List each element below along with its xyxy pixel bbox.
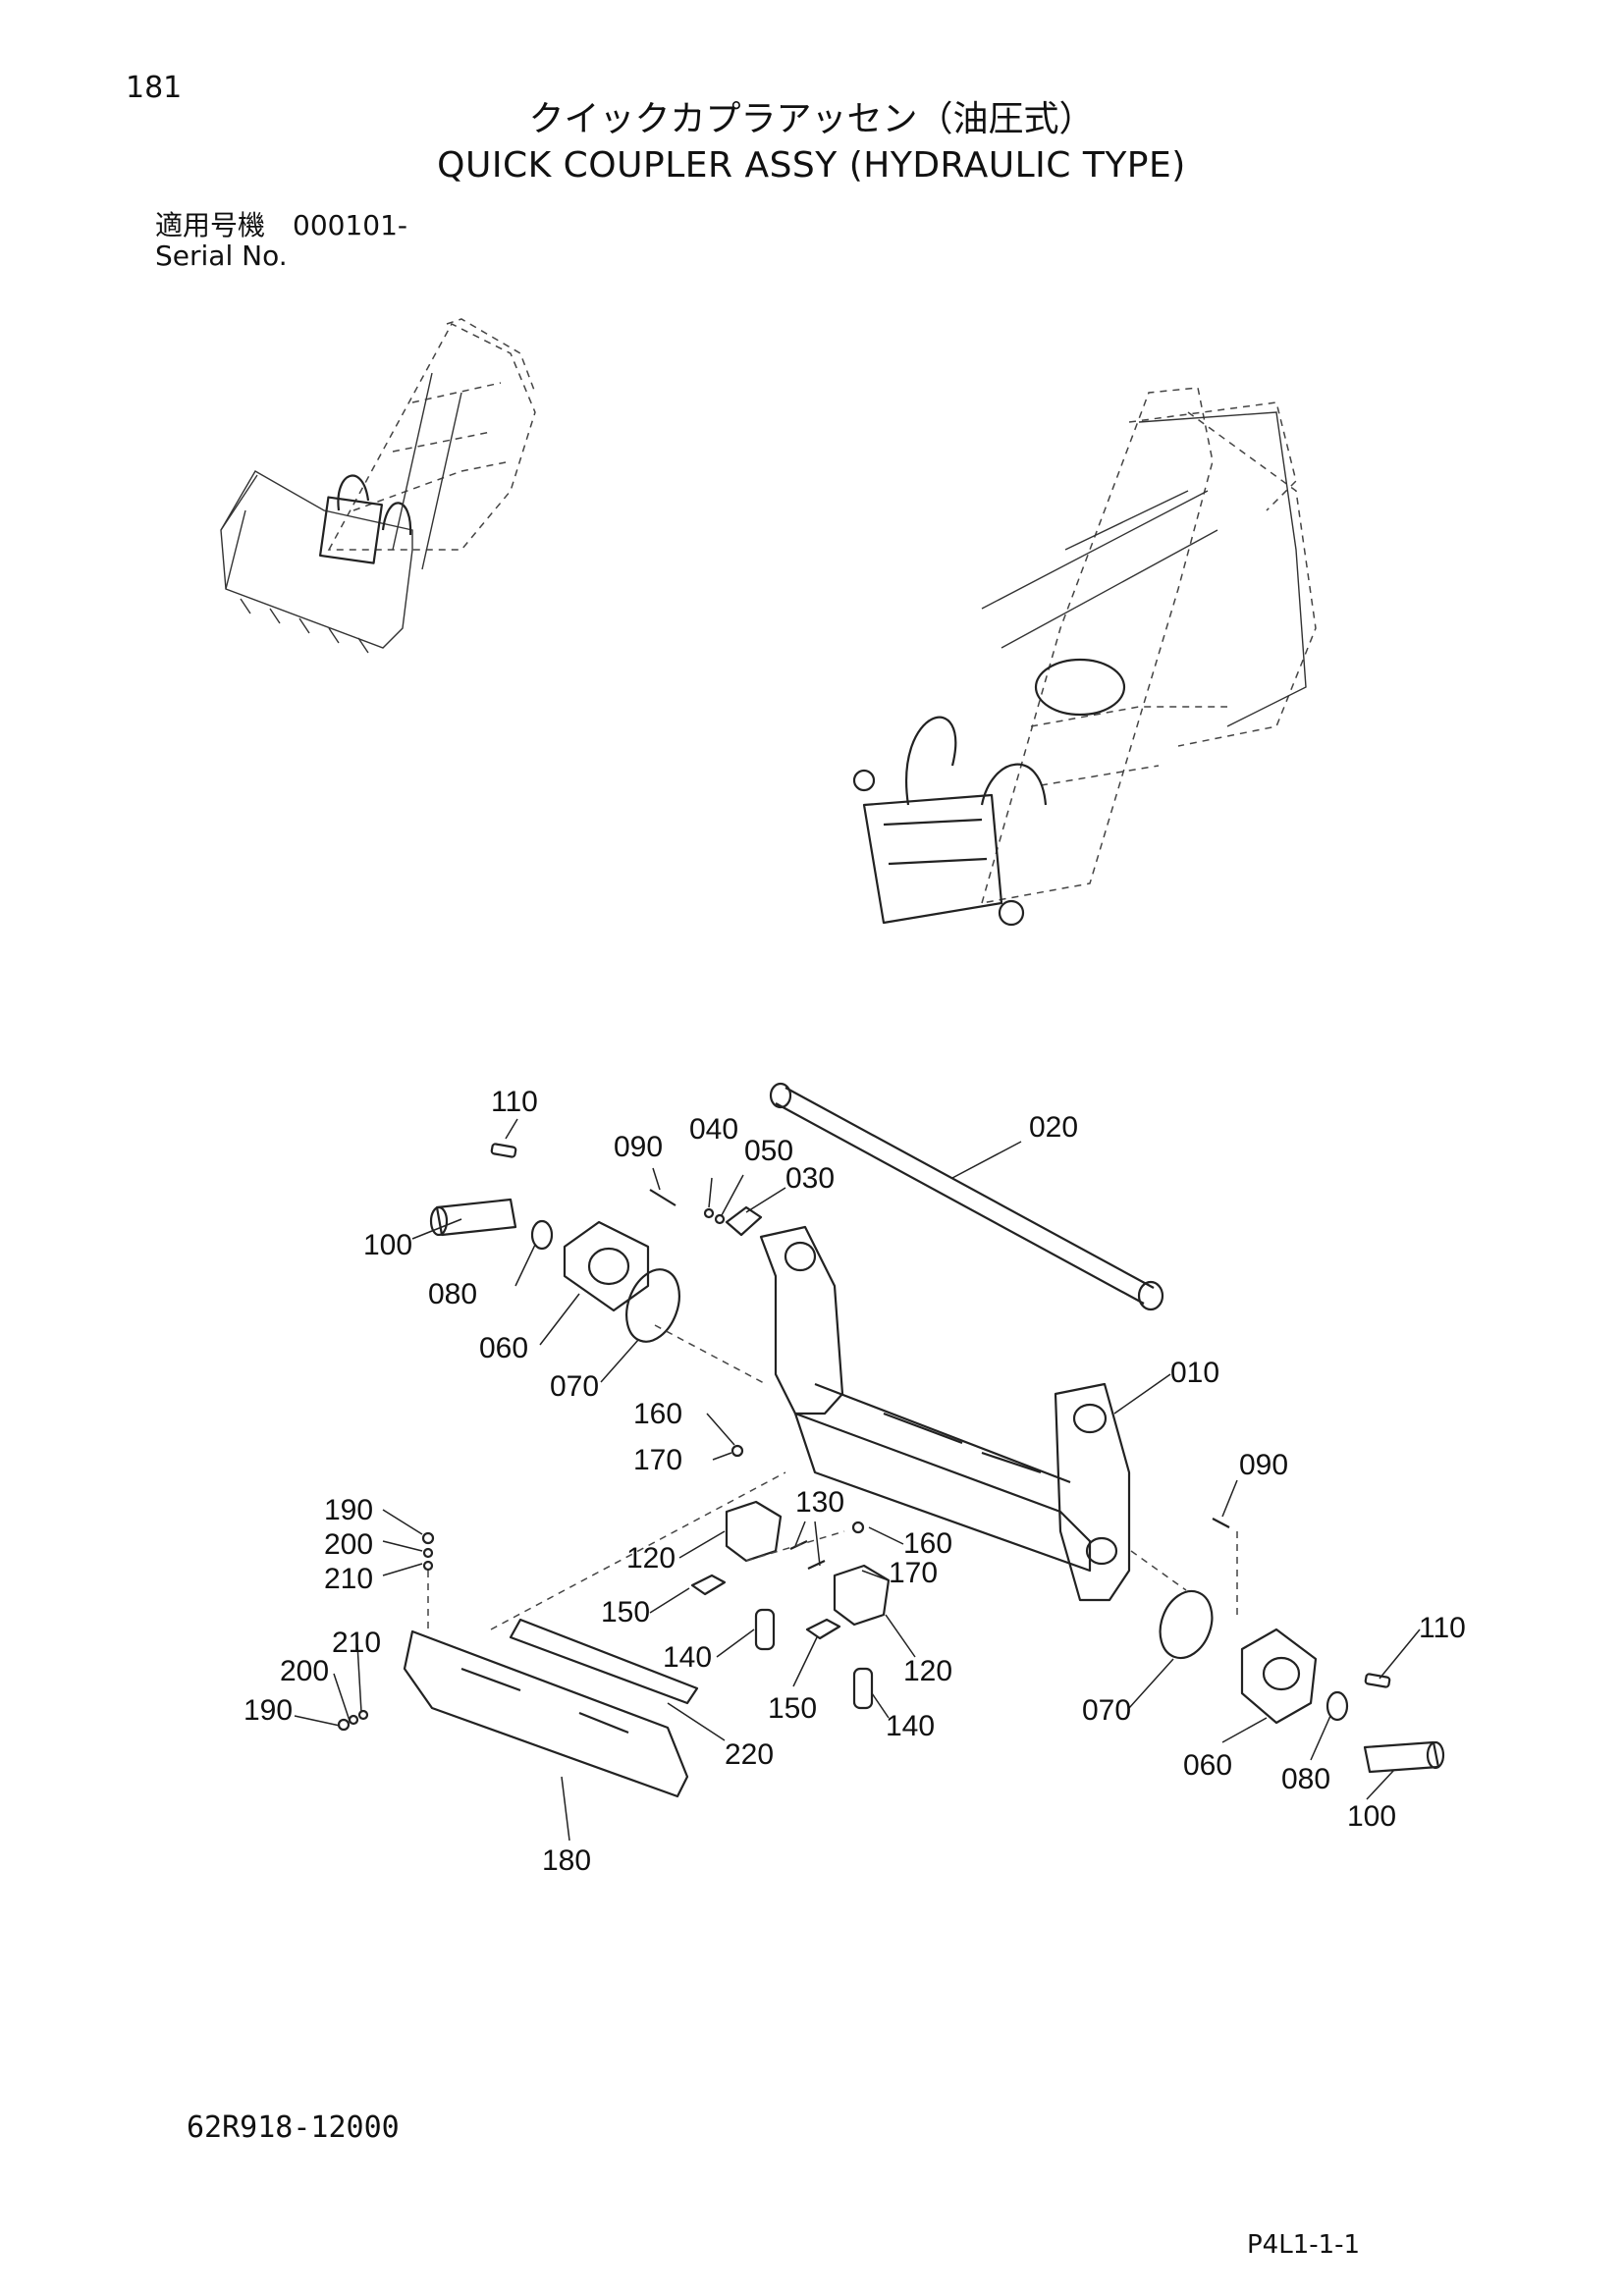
page-title-japanese: クイックカプラアッセン（油圧式） [528, 99, 1095, 139]
page-title-english: QUICK COUPLER ASSY (HYDRAULIC TYPE) [437, 145, 1186, 186]
callout-090: 090 [614, 1131, 663, 1163]
page-reference: P4L1-1-1 [1247, 2230, 1361, 2260]
ring-080-left [530, 1219, 554, 1251]
page-number: 181 [126, 71, 183, 105]
callout-180: 180 [542, 1844, 591, 1877]
oring-070-right [1159, 1589, 1214, 1660]
callout-060: 060 [479, 1332, 528, 1364]
plate-220 [509, 1618, 699, 1705]
callout-010: 010 [1170, 1357, 1219, 1389]
loader-overview-small [220, 318, 536, 654]
callout-080: 080 [428, 1278, 477, 1310]
callout-020: 020 [1029, 1111, 1078, 1144]
bushing-060-right [1240, 1628, 1318, 1725]
callout-130: 130 [795, 1486, 844, 1519]
callout-200: 200 [324, 1528, 373, 1561]
callout-190: 190 [324, 1494, 373, 1526]
callout-100: 100 [1347, 1800, 1396, 1833]
callout-140: 140 [886, 1710, 935, 1742]
callout-120: 120 [903, 1655, 952, 1687]
callout-050: 050 [744, 1135, 793, 1167]
callout-220: 220 [725, 1738, 774, 1771]
serial-range-japanese: 適用号機 000101- [155, 209, 407, 241]
callout-170: 170 [889, 1557, 938, 1589]
callout-110: 110 [1419, 1612, 1466, 1644]
callout-110: 110 [491, 1086, 538, 1118]
callout-070: 070 [550, 1370, 599, 1403]
plate-030 [725, 1205, 763, 1237]
callout-150: 150 [768, 1692, 817, 1725]
callout-040: 040 [689, 1113, 738, 1146]
callout-030: 030 [785, 1162, 835, 1195]
callout-100: 100 [363, 1229, 412, 1261]
cover-180 [403, 1629, 689, 1798]
oring-070-left [625, 1268, 680, 1343]
callout-160: 160 [903, 1527, 952, 1560]
callout-210: 210 [324, 1563, 373, 1595]
callout-labels: 110 090 040 050 030 020 100 080 060 070 … [243, 1086, 1466, 1877]
document-code: 62R918-12000 [187, 2110, 400, 2145]
callout-190: 190 [243, 1694, 293, 1727]
callout-140: 140 [663, 1641, 712, 1674]
frame-010 [759, 1225, 844, 1415]
ring-080-right [1325, 1690, 1349, 1722]
callout-160: 160 [633, 1398, 682, 1430]
callout-210: 210 [332, 1627, 381, 1659]
long-pin-020 [775, 1087, 1155, 1305]
pin-100-left [435, 1198, 517, 1237]
callout-080: 080 [1281, 1763, 1330, 1795]
bushing-060-left [563, 1220, 650, 1312]
callout-200: 200 [280, 1655, 329, 1687]
callout-170: 170 [633, 1444, 682, 1476]
serial-label-english: Serial No. [155, 240, 288, 272]
callout-150: 150 [601, 1596, 650, 1629]
callout-leaders [294, 1118, 1421, 1842]
callout-120: 120 [626, 1542, 676, 1575]
block-120-right [833, 1564, 891, 1627]
callout-060: 060 [1183, 1749, 1232, 1782]
callout-090: 090 [1239, 1449, 1288, 1481]
loader-arm-overview [852, 387, 1317, 927]
exploded-view [337, 1082, 1445, 1798]
block-120-left [725, 1500, 783, 1563]
callout-070: 070 [1082, 1694, 1131, 1727]
